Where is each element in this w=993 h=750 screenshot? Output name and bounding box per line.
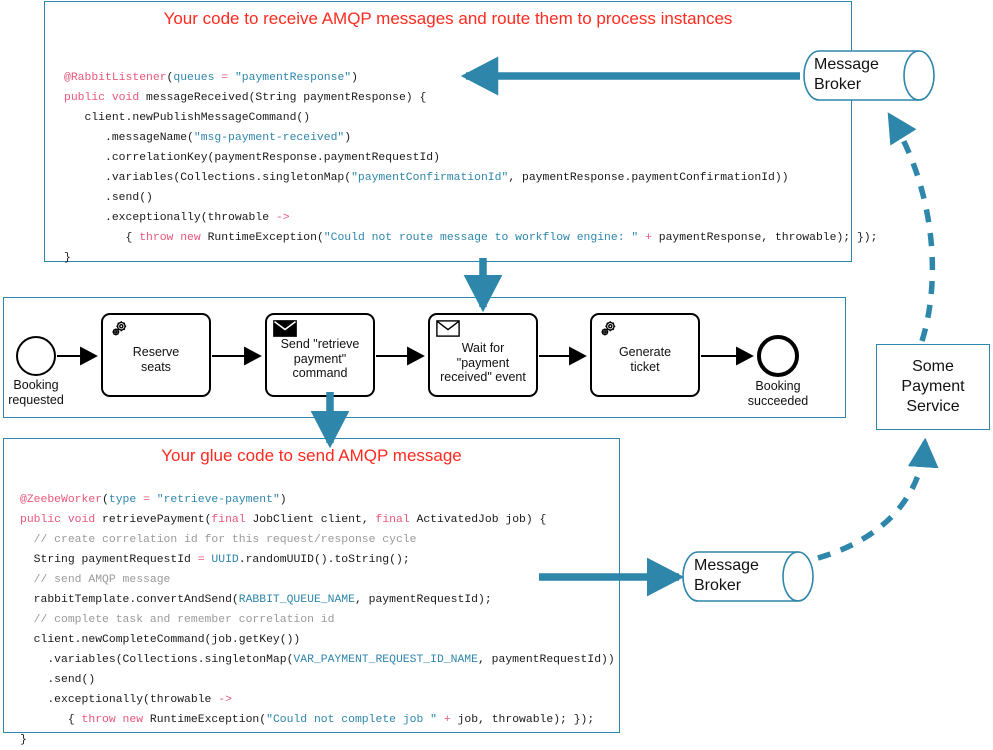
- gear-icon: [108, 318, 130, 340]
- bottom-panel-title: Your glue code to send AMQP message: [161, 446, 462, 465]
- gear-icon: [597, 318, 619, 340]
- top-panel-title: Your code to receive AMQP messages and r…: [163, 9, 733, 28]
- dashed-arrow-service-to-broker-top: [887, 112, 936, 342]
- dashed-arrow-broker-bottom-to-service: [817, 437, 939, 561]
- message-broker-top: [803, 50, 935, 101]
- start-event-booking-requested: [16, 336, 56, 376]
- envelope-outline-icon: [436, 320, 460, 337]
- bottom-code-panel: Your glue code to send AMQP message: [3, 438, 620, 733]
- message-broker-bottom: [682, 551, 814, 602]
- top-panel-code: @RabbitListener(queues = "paymentRespons…: [64, 72, 878, 264]
- envelope-filled-icon: [273, 320, 297, 337]
- top-code-panel: Your code to receive AMQP messages and r…: [44, 1, 852, 262]
- end-event-booking-succeeded: [757, 335, 799, 377]
- bottom-panel-code: @ZeebeWorker(type = "retrieve-payment") …: [20, 494, 615, 746]
